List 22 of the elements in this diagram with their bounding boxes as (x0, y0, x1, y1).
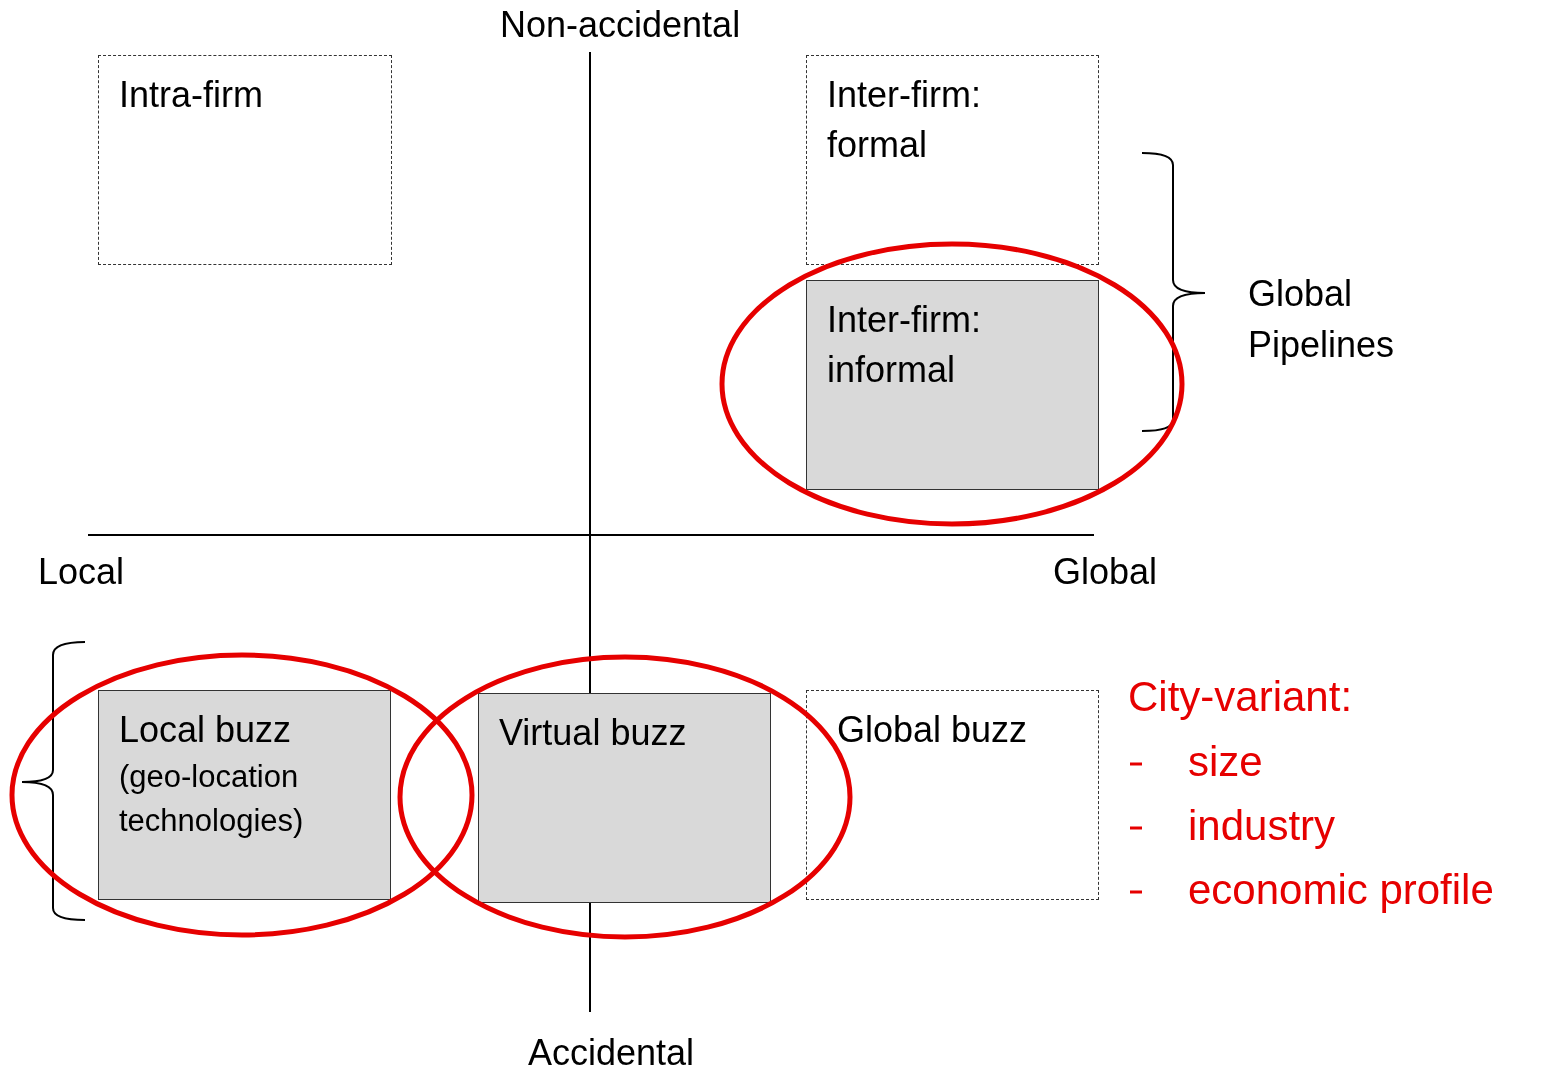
bracket-label: Global Pipelines (1248, 272, 1396, 367)
list-item: economic profile (1188, 865, 1494, 915)
shaded-box (478, 693, 771, 903)
axis-label: Local (38, 550, 125, 594)
box-heading: Virtual buzz (499, 711, 688, 755)
axis-label: Global (1053, 550, 1158, 594)
dashed-box (98, 55, 392, 265)
shaded-box (806, 280, 1099, 490)
axis-label: Accidental (528, 1031, 695, 1068)
box-heading: Inter-firm: informal (827, 298, 982, 392)
list-item: industry (1188, 801, 1336, 851)
dashed-box (806, 55, 1099, 265)
box-note: (geo-location technologies) (119, 758, 305, 840)
list-heading: City-variant: (1128, 672, 1353, 722)
box-heading: Inter-firm: formal (827, 73, 982, 167)
dashed-box (806, 690, 1099, 900)
box-heading: Local buzz (119, 708, 293, 752)
list-item: size (1188, 737, 1263, 787)
shaded-box (98, 690, 391, 900)
axis-label: Non-accidental (500, 3, 741, 47)
box-heading: Intra-firm (119, 73, 264, 117)
box-heading: Global buzz (837, 708, 1029, 752)
